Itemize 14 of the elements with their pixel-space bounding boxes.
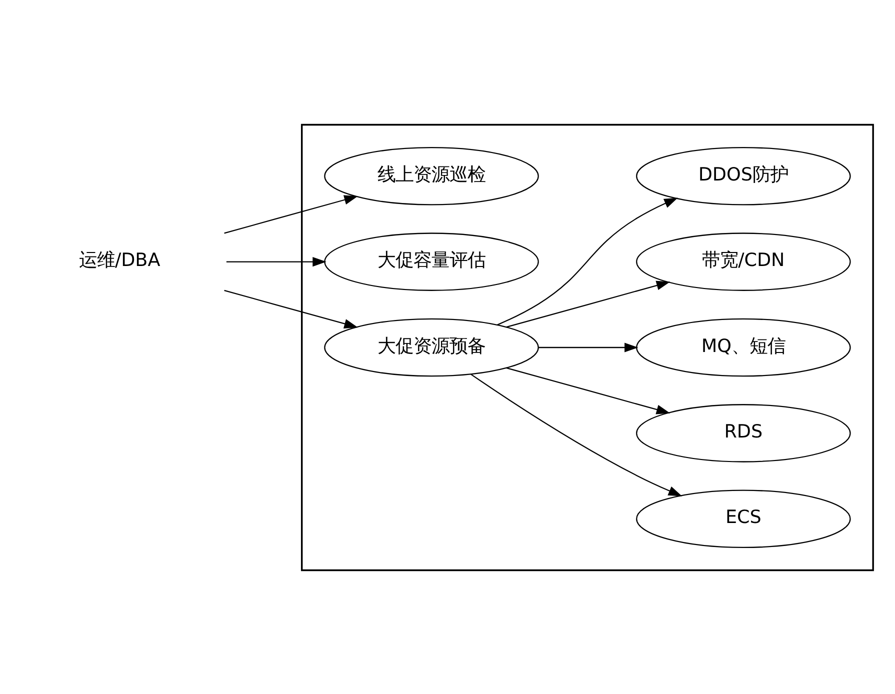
node-ellipse: ECS	[636, 489, 851, 548]
arrow	[470, 373, 682, 496]
arrow	[506, 366, 670, 414]
arrow	[224, 194, 358, 234]
node-text: 运维/DBA	[78, 250, 160, 271]
arrow	[497, 197, 678, 325]
node-ellipse: DDOS防护	[636, 146, 851, 205]
node-ellipse: MQ、短信	[636, 318, 851, 376]
cluster	[300, 123, 874, 571]
node-ellipse: 大促容量评估	[324, 232, 539, 290]
arrow	[224, 289, 358, 328]
arrow	[506, 280, 670, 328]
arrow	[226, 256, 326, 266]
arrow	[538, 342, 638, 352]
